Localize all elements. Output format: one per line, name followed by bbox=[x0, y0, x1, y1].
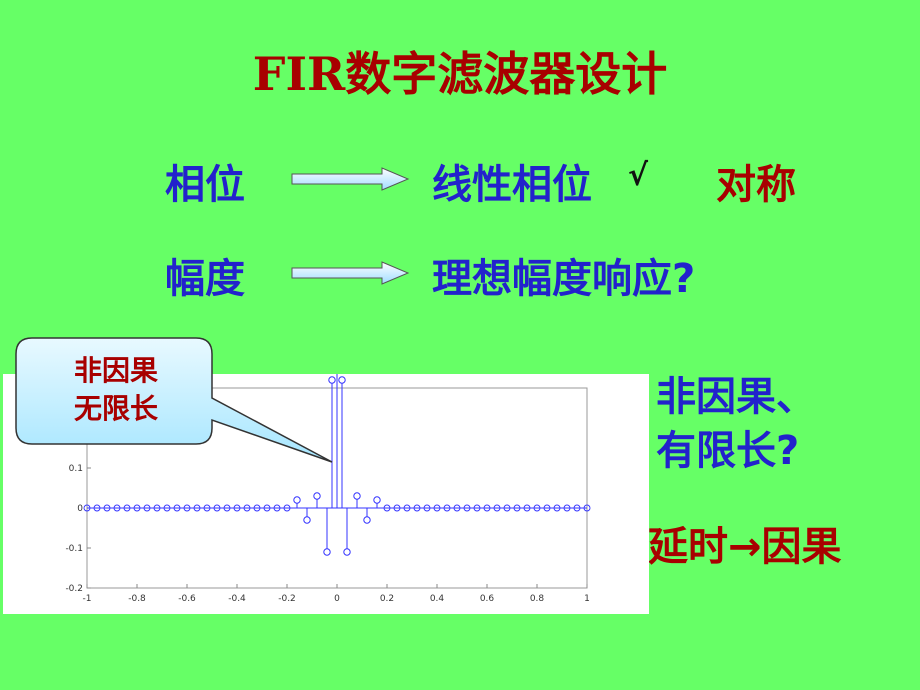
stem-marker bbox=[323, 548, 331, 556]
y-tick-label: 0.1 bbox=[69, 464, 83, 474]
noncausal-finite-line2: 有限长? bbox=[656, 428, 800, 474]
x-tick-label: 0.4 bbox=[430, 594, 445, 604]
check-mark: √ bbox=[628, 158, 649, 193]
x-tick-label: 0 bbox=[334, 594, 340, 604]
stem-marker bbox=[328, 376, 336, 384]
stem-marker bbox=[343, 548, 351, 556]
callout-bubble bbox=[15, 337, 333, 463]
stem-marker bbox=[353, 492, 361, 500]
callout-text: 非因果 无限长 bbox=[20, 352, 212, 428]
ideal-magnitude-label: 理想幅度响应? bbox=[432, 256, 696, 302]
linear-phase-label: 线性相位 bbox=[432, 162, 592, 208]
x-tick-label: 0.2 bbox=[380, 594, 394, 604]
stem-marker bbox=[303, 516, 311, 524]
y-tick-label: -0.2 bbox=[65, 584, 83, 594]
stem-marker bbox=[293, 496, 301, 504]
callout-line1: 非因果 bbox=[73, 354, 158, 387]
stem-marker bbox=[373, 496, 381, 504]
x-tick-label: -0.8 bbox=[128, 594, 146, 604]
magnitude-label: 幅度 bbox=[165, 256, 245, 302]
arrow-right-icon bbox=[291, 167, 410, 191]
x-tick-label: -0.4 bbox=[228, 594, 246, 604]
x-tick-label: -1 bbox=[83, 594, 92, 604]
x-tick-label: 1 bbox=[584, 594, 590, 604]
delay-causal-label: 延时→因果 bbox=[648, 524, 842, 570]
stem-marker bbox=[313, 492, 321, 500]
y-tick-label: -0.1 bbox=[65, 544, 83, 554]
x-tick-label: 0.6 bbox=[480, 594, 495, 604]
x-tick-label: 0.8 bbox=[530, 594, 545, 604]
page-title: FIR数字滤波器设计 bbox=[252, 47, 668, 101]
stem-marker bbox=[363, 516, 371, 524]
x-tick-label: -0.2 bbox=[278, 594, 296, 604]
stem-marker bbox=[338, 376, 346, 384]
y-tick-label: 0 bbox=[77, 504, 83, 514]
symmetric-label: 对称 bbox=[716, 162, 796, 208]
x-tick-label: -0.6 bbox=[178, 594, 196, 604]
arrow-right-icon bbox=[291, 261, 410, 285]
phase-label: 相位 bbox=[165, 162, 245, 208]
plot-stems bbox=[83, 304, 591, 556]
noncausal-finite-line1: 非因果、 bbox=[656, 374, 816, 420]
callout-line2: 无限长 bbox=[73, 392, 158, 425]
